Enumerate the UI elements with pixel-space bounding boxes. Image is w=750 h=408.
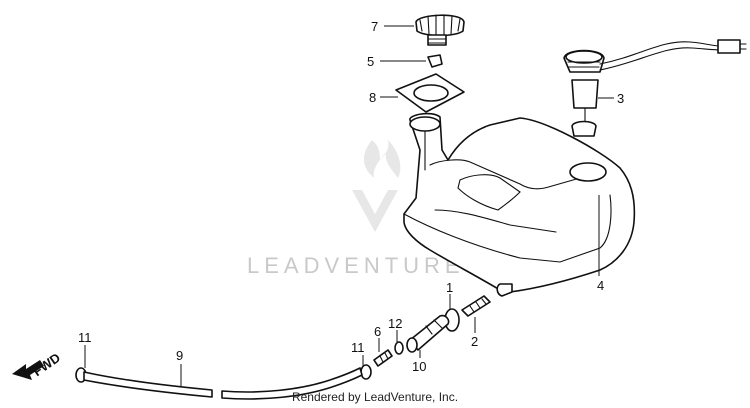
callout-1: 1: [446, 280, 453, 295]
fuel-hose: [83, 367, 363, 400]
callout-9: 9: [176, 348, 183, 363]
forward-arrow: [12, 360, 44, 380]
callout-11-lower: 11: [78, 330, 92, 345]
fuel-gauge-sender: [563, 39, 747, 137]
callout-8: 8: [369, 90, 376, 105]
gasket-plate: [395, 73, 465, 113]
callout-12: 12: [388, 316, 402, 331]
vent-clip: [427, 54, 443, 68]
callout-10: 10: [412, 359, 426, 374]
callout-7: 7: [371, 19, 378, 34]
callout-6: 6: [374, 324, 381, 339]
callout-2: 2: [471, 334, 478, 349]
fuel-cap: [415, 14, 465, 46]
watermark-logo: [352, 140, 401, 232]
watermark-text: LEADVENTURE: [247, 253, 465, 278]
tank-fitting: [461, 295, 491, 317]
hose-clamp-upper: [360, 364, 372, 380]
fuel-valve: [406, 314, 450, 353]
credit-line: Rendered by LeadVenture, Inc.: [291, 390, 459, 404]
callout-5: 5: [367, 54, 374, 69]
callout-11-upper: 11: [351, 340, 365, 355]
leader-lines: [84, 25, 614, 386]
small-clamp: [394, 341, 404, 355]
fwd-label: FWD: [30, 350, 63, 379]
fuel-tank: [403, 112, 636, 297]
callout-3: 3: [617, 91, 624, 106]
hose-joint: [373, 349, 393, 367]
callout-4: 4: [597, 278, 604, 293]
